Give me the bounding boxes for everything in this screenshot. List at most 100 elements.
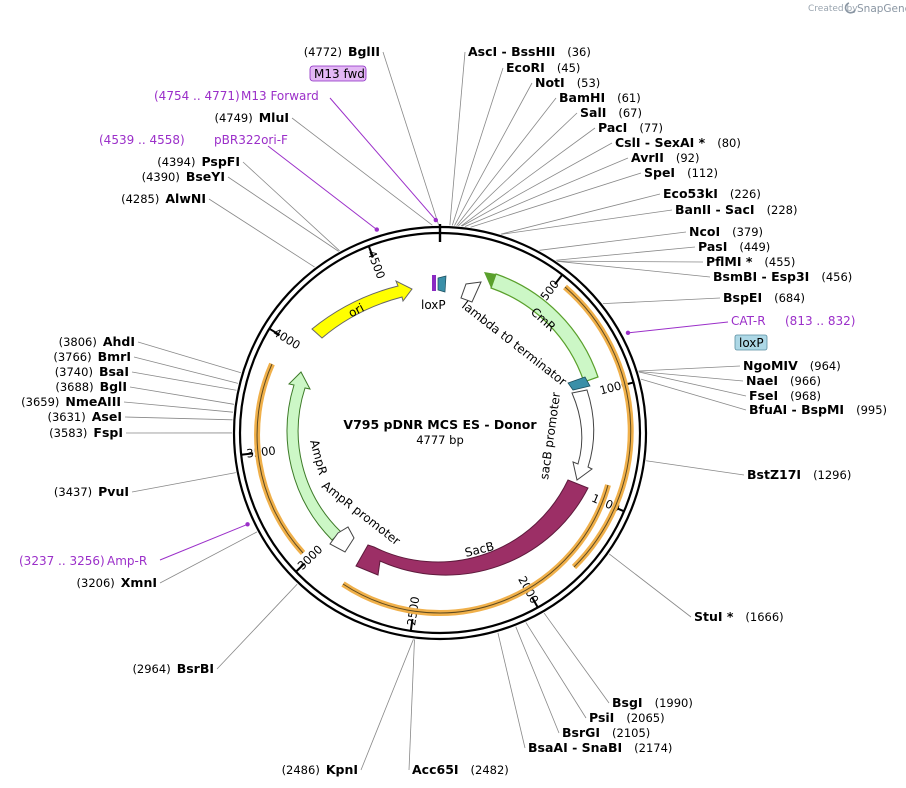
site-name-14[interactable]: PflMI * xyxy=(706,254,753,269)
leader-41 xyxy=(242,161,340,252)
site-name-39[interactable]: AlwNI xyxy=(165,191,206,206)
primer-marker-0 xyxy=(433,217,438,223)
site-name-30[interactable]: XmnI xyxy=(121,575,157,590)
site-name-35[interactable]: BglI xyxy=(100,379,127,394)
cmr-feature[interactable] xyxy=(490,273,599,383)
site-position-20: (995) xyxy=(856,403,887,417)
site-name-2[interactable]: EcoRI xyxy=(506,60,545,75)
site-name-26[interactable]: BsaAI - SnaBI xyxy=(528,740,622,755)
sacb-feature[interactable] xyxy=(355,479,589,576)
site-name-36[interactable]: BsaI xyxy=(99,364,129,379)
site-position-42: (4749) xyxy=(214,111,252,125)
site-name-29[interactable]: BsrBI xyxy=(177,661,214,676)
orange-arc-ampr-edge xyxy=(256,363,304,554)
leader-10 xyxy=(500,193,661,235)
site-name-8[interactable]: AvrII xyxy=(631,150,664,165)
site-name-40[interactable]: BseYI xyxy=(186,169,225,184)
site-name-22[interactable]: StuI * xyxy=(694,609,734,624)
site-position-11: (228) xyxy=(767,203,798,217)
site-name-24[interactable]: PsiI xyxy=(589,710,614,725)
site-position-32: (3583) xyxy=(49,426,87,440)
leader-21 xyxy=(646,460,745,476)
leader-37 xyxy=(133,356,239,384)
primer-marker-1 xyxy=(374,227,380,232)
plasmid-title: V795 pDNR MCS ES - Donor xyxy=(343,417,537,432)
site-name-34[interactable]: NmeAIII xyxy=(65,394,121,409)
site-position-29: (2964) xyxy=(132,662,170,676)
site-name-7[interactable]: CslI - SexAI * xyxy=(615,135,706,150)
site-name-41[interactable]: PspFI xyxy=(201,154,240,169)
leader-14 xyxy=(557,260,704,263)
loxp-left-feature[interactable] xyxy=(437,275,447,293)
site-name-27[interactable]: Acc65I xyxy=(412,762,459,777)
site-name-15[interactable]: BsmBI - Esp3I xyxy=(713,269,809,284)
site-position-6: (77) xyxy=(639,121,663,135)
ampr-promoter-feature[interactable] xyxy=(329,526,355,553)
leader-29 xyxy=(216,583,298,670)
site-name-32[interactable]: FspI xyxy=(93,425,123,440)
site-name-20[interactable]: BfuAI - BspMI xyxy=(749,402,844,417)
site-name-9[interactable]: SpeI xyxy=(644,165,675,180)
site-position-17: (964) xyxy=(810,359,841,373)
site-position-5: (67) xyxy=(618,106,642,120)
leader-25 xyxy=(515,626,560,734)
site-name-25[interactable]: BsrGI xyxy=(562,725,600,740)
site-name-19[interactable]: FseI xyxy=(749,388,778,403)
primer-pbr322-name: pBR322ori-F xyxy=(214,133,288,147)
site-name-10[interactable]: Eco53kI xyxy=(663,186,718,201)
site-name-31[interactable]: PvuI xyxy=(98,484,129,499)
site-name-21[interactable]: BstZ17I xyxy=(747,467,801,482)
loxp-box-tag[interactable] xyxy=(734,334,768,351)
loxp-right-feature[interactable] xyxy=(567,376,591,391)
primer-pbr322-pos: (4539 .. 4558) xyxy=(99,133,185,147)
site-position-15: (456) xyxy=(821,270,852,284)
leader-27 xyxy=(408,639,415,771)
leader-20 xyxy=(640,378,747,411)
site-position-7: (80) xyxy=(717,136,741,150)
site-name-38[interactable]: AhdI xyxy=(103,334,135,349)
sacb-promoter-feature[interactable] xyxy=(571,389,595,481)
site-name-28[interactable]: KpnI xyxy=(326,762,358,777)
primer-leader-lines xyxy=(159,97,729,561)
tick-label-4500: 4500 xyxy=(365,248,389,280)
site-position-25: (2105) xyxy=(612,726,650,740)
leader-12 xyxy=(539,231,687,251)
site-name-17[interactable]: NgoMIV xyxy=(743,358,798,373)
site-name-16[interactable]: BspEI xyxy=(723,290,762,305)
site-name-42[interactable]: MluI xyxy=(259,110,289,125)
site-name-13[interactable]: PasI xyxy=(698,239,727,254)
site-name-3[interactable]: NotI xyxy=(535,75,565,90)
leader-5 xyxy=(458,112,578,227)
primer-leader-2 xyxy=(627,321,729,334)
site-name-23[interactable]: BsgI xyxy=(612,695,643,710)
site-name-6[interactable]: PacI xyxy=(598,120,627,135)
m13-fwd-tag-label: M13 fwd xyxy=(314,67,365,81)
site-position-38: (3806) xyxy=(59,335,97,349)
site-position-9: (112) xyxy=(687,166,718,180)
site-name-1[interactable]: AscI - BssHII xyxy=(468,44,555,59)
site-name-37[interactable]: BmrI xyxy=(98,349,131,364)
leader-9 xyxy=(470,172,642,228)
leader-30 xyxy=(159,531,258,584)
site-name-0[interactable]: BglII xyxy=(348,44,380,59)
site-labels: BglII(4772)AscI - BssHII(36)EcoRI(45)Not… xyxy=(21,44,887,777)
site-name-5[interactable]: SalI xyxy=(580,105,606,120)
leader-6 xyxy=(460,127,596,227)
site-position-35: (3688) xyxy=(55,380,93,394)
leader-4 xyxy=(456,97,557,226)
site-name-12[interactable]: NcoI xyxy=(689,224,720,239)
m13-fwd-tag[interactable] xyxy=(309,65,367,82)
ori-feature[interactable] xyxy=(311,279,413,339)
site-name-11[interactable]: BanII - SacI xyxy=(675,202,755,217)
site-name-4[interactable]: BamHI xyxy=(559,90,605,105)
site-position-41: (4394) xyxy=(157,155,195,169)
leader-0 xyxy=(382,51,440,226)
cmr-arrow-head xyxy=(484,272,496,288)
site-position-0: (4772) xyxy=(304,45,342,59)
lambda-terminator-feature[interactable] xyxy=(460,281,482,303)
site-name-18[interactable]: NaeI xyxy=(746,373,778,388)
ampr-feature[interactable] xyxy=(286,371,342,541)
leader-24 xyxy=(525,622,587,719)
site-name-33[interactable]: AseI xyxy=(92,409,122,424)
leader-23 xyxy=(543,612,610,704)
